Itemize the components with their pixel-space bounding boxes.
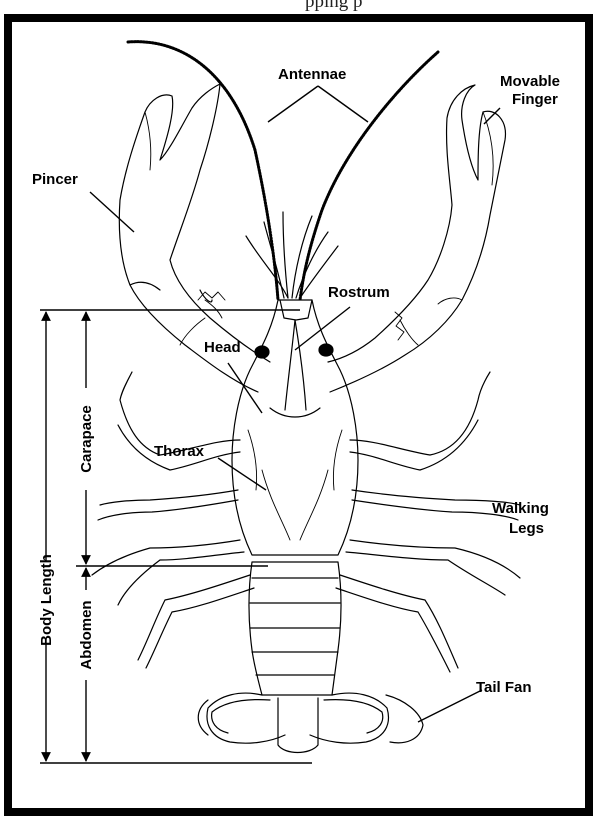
left-walking-legs-drawing [92, 372, 254, 668]
tail-fan-leader [418, 690, 482, 722]
head-leader [228, 363, 262, 413]
right-walking-legs-drawing [336, 372, 520, 672]
label-rostrum: Rostrum [328, 284, 390, 301]
label-movable-finger-line2: Finger [512, 91, 558, 108]
label-antennae: Antennae [278, 66, 346, 83]
carapace-drawing [232, 300, 358, 555]
label-abdomen: Abdomen [78, 600, 95, 669]
tail-fan-drawing [198, 693, 423, 752]
label-pincer: Pincer [32, 171, 78, 188]
movable-finger-leader [484, 108, 500, 124]
abdomen-drawing [249, 562, 341, 695]
label-tail-fan: Tail Fan [476, 679, 532, 696]
label-movable-finger-line1: Movable [500, 73, 560, 90]
label-thorax: Thorax [154, 443, 205, 460]
thorax-leader [218, 458, 266, 490]
label-carapace: Carapace [78, 405, 95, 473]
pincer-leader [90, 192, 134, 232]
label-walking-legs-line1: Walking [492, 500, 549, 517]
antennae-leader [268, 86, 368, 122]
label-head: Head [204, 339, 241, 356]
label-walking-legs-line2: Legs [509, 520, 544, 537]
right-claw-drawing [328, 85, 505, 392]
rostrum-leader [295, 307, 350, 350]
label-body-length: Body Length [38, 554, 55, 646]
